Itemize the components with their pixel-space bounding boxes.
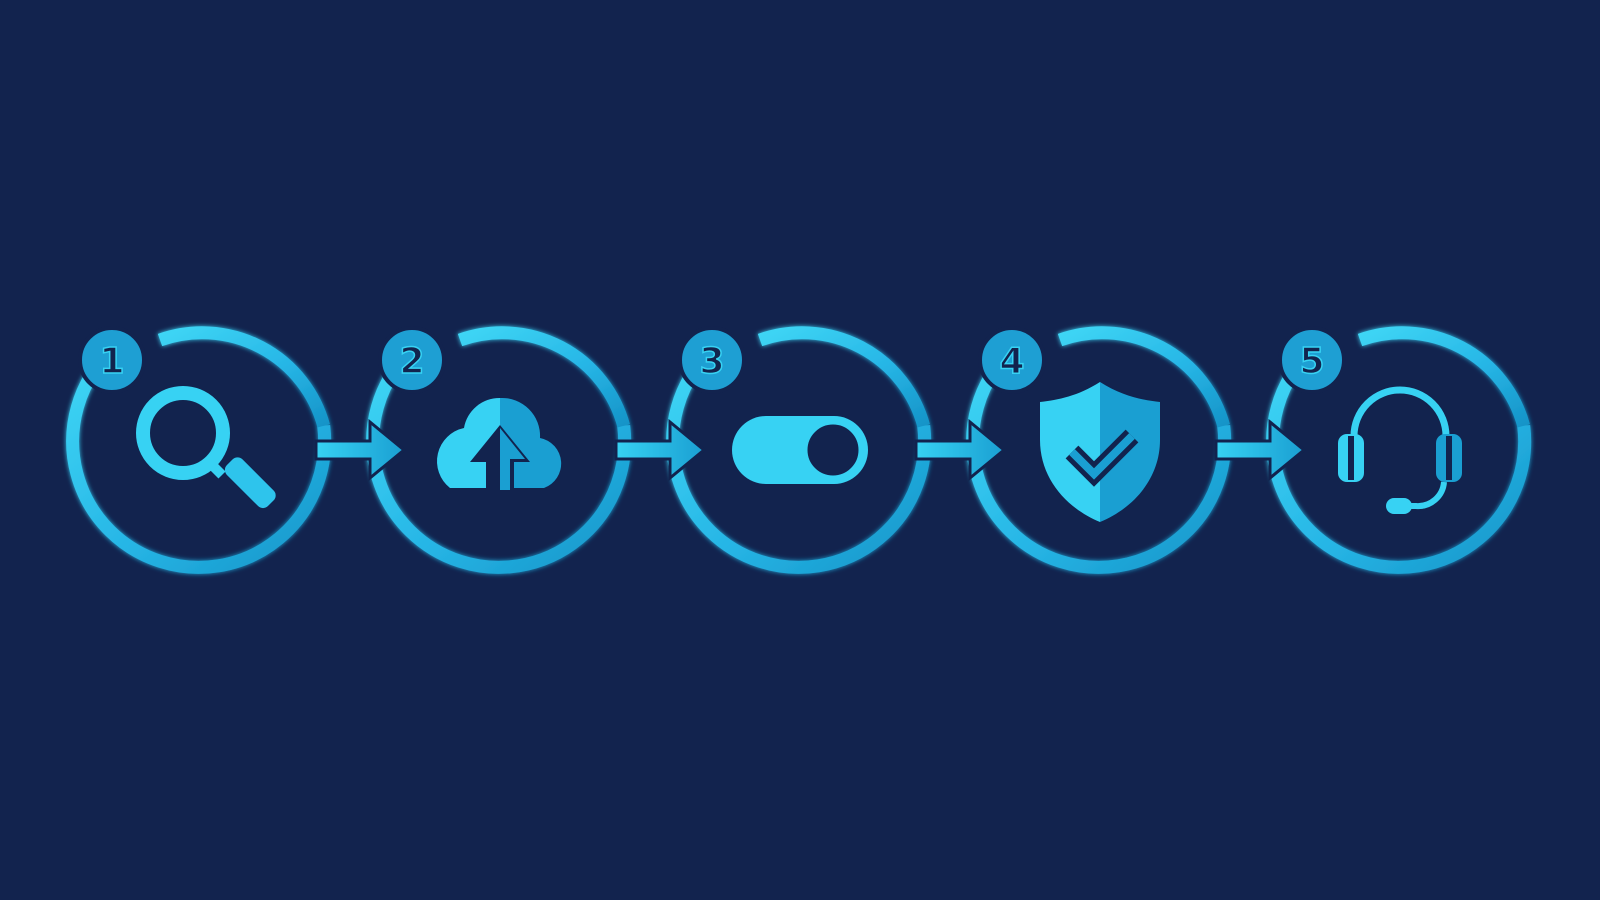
shield-check-icon [1040,382,1160,522]
step-number: 1 [99,341,124,382]
connector-arrow-2-3 [614,418,707,482]
step-badge: 3 [678,326,746,394]
connector-arrow-1-2 [314,418,407,482]
step-2: 2 [366,326,632,574]
step-number: 2 [399,341,424,382]
connector-arrow-3-4 [914,418,1007,482]
step-ring [66,326,332,574]
step-1: 1 [66,326,332,574]
step-number: 4 [999,341,1024,382]
toggle-switch-icon [732,416,868,484]
step-number: 5 [1299,341,1324,382]
connector-arrow-4-5 [1214,418,1307,482]
step-badge: 4 [978,326,1046,394]
step-badge: 5 [1278,326,1346,394]
step-3: 3 [666,326,932,574]
step-4: 4 [966,326,1232,574]
step-number: 3 [699,341,724,382]
step-5: 5 [1266,326,1532,574]
step-badge: 2 [378,326,446,394]
cloud-upload-icon [437,397,562,494]
magnifying-glass-icon [136,386,276,509]
step-badge: 1 [78,326,146,394]
headset-icon [1338,386,1462,514]
